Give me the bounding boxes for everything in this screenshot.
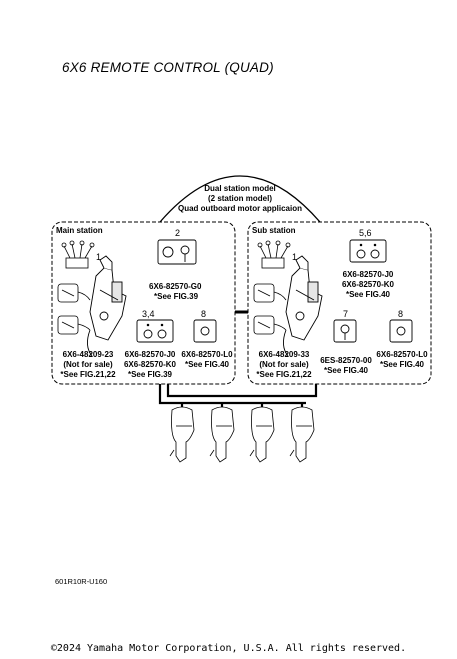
sub-ref-8: 8 (398, 309, 403, 319)
sub-station-label: Sub station (252, 226, 296, 236)
main-part-2-see: *See FIG.39 (154, 292, 198, 302)
sub-part-56: 6X6-82570-J0 6X6-82570-K0 *See FIG.40 (338, 270, 398, 300)
sub-part-8: 6X6-82570-L0 *See FIG.40 (374, 350, 430, 370)
engine-bus-lines (160, 384, 316, 410)
main-part-8: 6X6-82570-L0 *See FIG.40 (179, 350, 235, 370)
main-ref-1: 1 (96, 252, 101, 262)
sub-part-7: 6ES-82570-00 *See FIG.40 (318, 356, 374, 376)
main-part-34: 6X6-82570-J0 6X6-82570-K0 *See FIG.39 (121, 350, 179, 380)
sub-part-1: 6X6-48209-33 (Not for sale) *See FIG.21,… (252, 350, 316, 380)
outboard-motor-icon-2 (210, 407, 234, 462)
main-binnacle-icon (87, 256, 126, 356)
main-ref-8: 8 (201, 309, 206, 319)
main-connector-icon (62, 241, 94, 268)
main-ref-34: 3,4 (142, 309, 155, 319)
sub-key-switch-icon (334, 320, 356, 342)
main-harness-icon (58, 284, 90, 334)
main-ref-2: 2 (175, 228, 180, 238)
sub-single-switch-icon (390, 320, 412, 342)
main-single-switch-icon (194, 320, 216, 342)
main-trim-switch-icon (137, 320, 173, 342)
outboard-motor-icon-1 (170, 407, 194, 462)
sub-ref-56: 5,6 (359, 228, 372, 238)
sub-harness-icon (254, 284, 286, 334)
copyright-footer: ©2024 Yamaha Motor Corporation, U.S.A. A… (0, 643, 457, 654)
main-station-label: Main station (56, 226, 103, 236)
outboard-motor-icon-4 (290, 407, 314, 462)
main-part-2: 6X6-82570-G0 (149, 282, 201, 292)
sub-binnacle-icon (283, 256, 322, 356)
sub-ref-1: 1 (292, 252, 297, 262)
sub-ref-7: 7 (343, 309, 348, 319)
outboard-motor-icon-3 (250, 407, 274, 462)
main-part-1: 6X6-48209-23 (Not for sale) *See FIG.21,… (56, 350, 120, 380)
main-key-switch-icon (158, 240, 196, 264)
sub-trim-switch-icon (350, 240, 386, 262)
sub-connector-icon (258, 241, 290, 268)
drawing-code: 601R10R-U160 (55, 577, 107, 586)
dual-station-label: Dual station model (2 station model) Qua… (170, 184, 310, 214)
